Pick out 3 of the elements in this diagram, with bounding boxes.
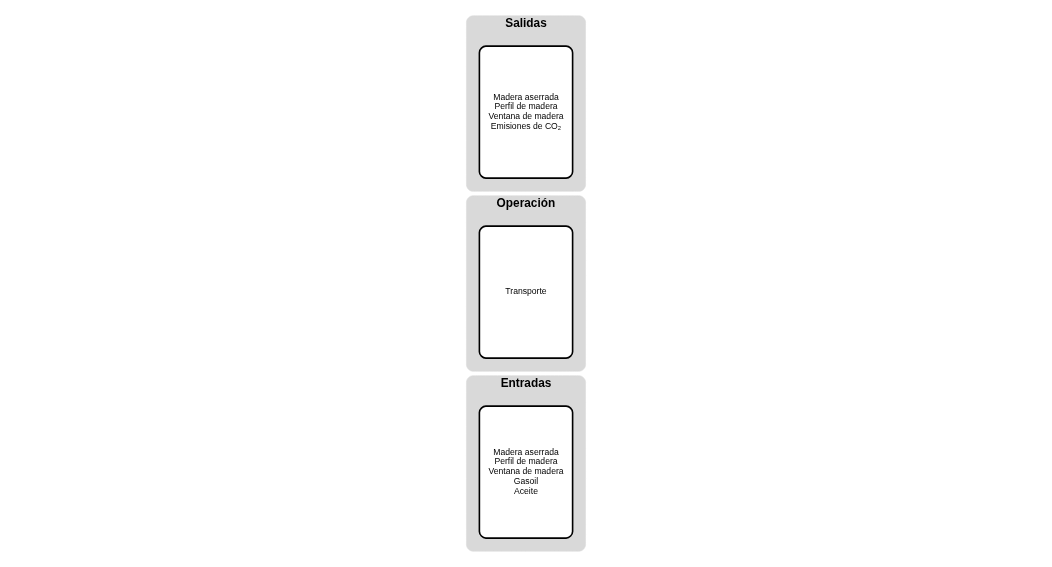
node-box: Madera aserrada Perfil de madera Ventana de madera Emisiones de CO₂	[478, 45, 574, 179]
node-box: Transporte	[478, 225, 574, 359]
node-box: Madera aserrada Perfil de madera Ventana de madera Gasoil Aceite	[478, 405, 574, 539]
